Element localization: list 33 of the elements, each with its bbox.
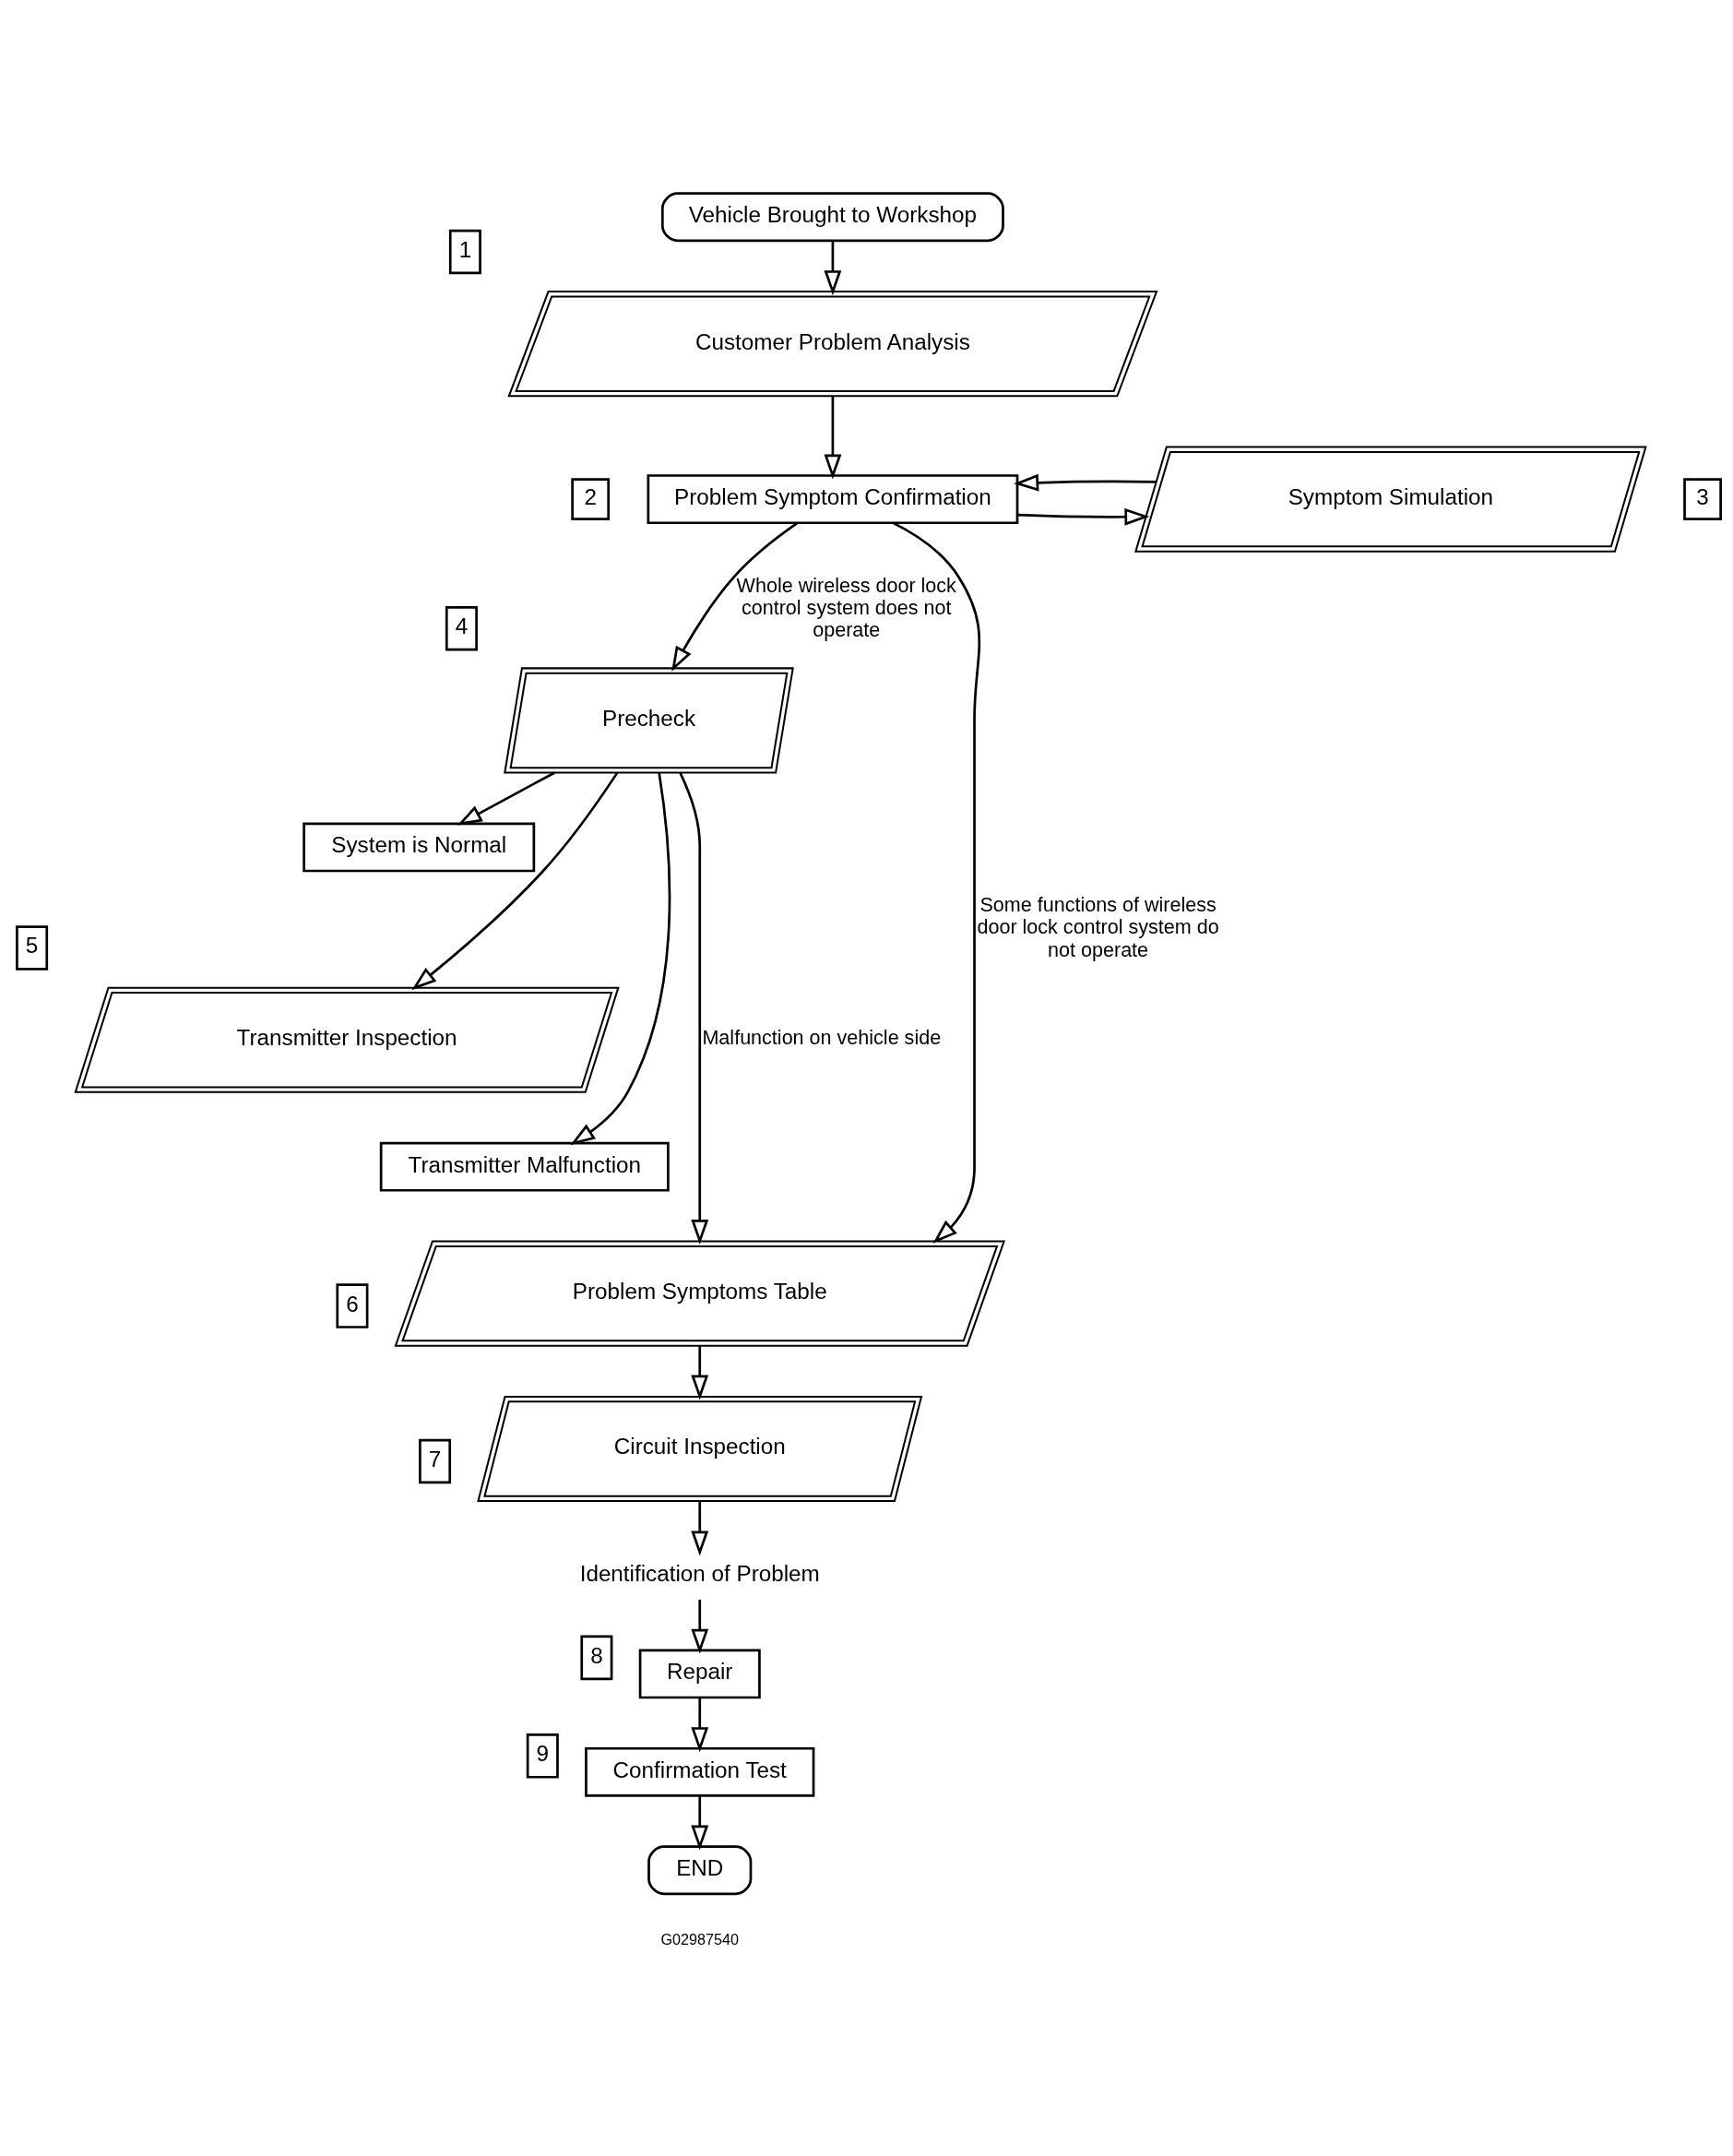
arrow	[690, 1795, 708, 1851]
arrow	[690, 1345, 708, 1400]
label: G02987540	[660, 1930, 739, 1948]
arrow	[678, 771, 708, 1245]
node-label: 5	[25, 932, 38, 958]
arrow	[1016, 507, 1149, 526]
node-label: 6	[345, 1291, 359, 1316]
arrow	[457, 771, 555, 826]
node-label: 2	[583, 483, 597, 509]
node-label: 8	[589, 1642, 603, 1668]
arrow	[823, 396, 841, 480]
arrow	[690, 1697, 708, 1752]
edge-label: Malfunction on vehicle side	[701, 1025, 941, 1049]
node-label: 1	[458, 236, 471, 262]
node-text: Identification of Problem	[579, 1560, 820, 1586]
node-label: 7	[428, 1446, 441, 1471]
node-box: Vehicle Brought to Workshop	[660, 191, 1004, 242]
node-label: 3	[1695, 483, 1709, 509]
node-box: END	[647, 1844, 752, 1895]
arrow	[410, 771, 618, 990]
node-box: Transmitter Malfunction	[379, 1141, 670, 1192]
arrow	[690, 1500, 708, 1555]
arrow	[1013, 473, 1156, 492]
node-label: 4	[455, 613, 468, 638]
arrow	[671, 521, 798, 672]
arrow	[892, 521, 980, 1244]
arrow	[569, 772, 671, 1145]
arrow	[823, 240, 841, 295]
edge-label: Some functions of wireless door lock control system do not operate	[976, 892, 1219, 961]
node-box: System is Normal	[302, 821, 535, 872]
node-box: Problem Symptom Confirmation	[647, 473, 1018, 524]
node-label: 9	[536, 1740, 549, 1766]
arrow	[690, 1599, 708, 1654]
